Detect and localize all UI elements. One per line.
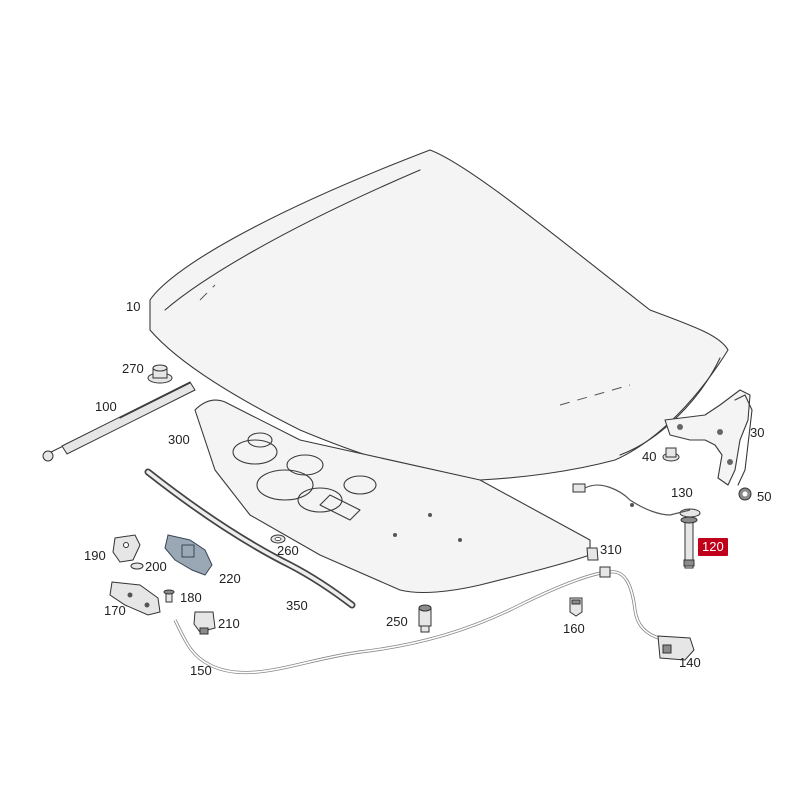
- buffer-250: [418, 604, 432, 633]
- callout-180: 180: [180, 590, 202, 605]
- callout-260: 260: [277, 543, 299, 558]
- seal-strip: [144, 468, 356, 609]
- callout-190: 190: [84, 548, 106, 563]
- clip-160: [569, 597, 583, 617]
- callout-130: 130: [671, 485, 693, 500]
- callout-200: 200: [145, 559, 167, 574]
- bracket-190: [112, 534, 141, 563]
- callout-140: 140: [679, 655, 701, 670]
- grommet-260: [270, 534, 286, 544]
- hood-insulation: [194, 399, 591, 593]
- hinge: [664, 389, 753, 486]
- lock-170: [109, 581, 161, 616]
- callout-170: 170: [104, 603, 126, 618]
- buffer-210: [193, 611, 216, 635]
- callout-300: 300: [168, 432, 190, 447]
- latch-220: [164, 534, 213, 576]
- callout-160: 160: [563, 621, 585, 636]
- wiring: [572, 483, 691, 516]
- callout-120: 120: [698, 538, 728, 556]
- bump-stop: [147, 364, 173, 384]
- release-cable: [173, 566, 666, 675]
- bolt-40: [662, 447, 680, 462]
- screw-180: [163, 589, 175, 603]
- callout-350: 350: [286, 598, 308, 613]
- callout-40: 40: [642, 449, 657, 464]
- callout-10: 10: [126, 299, 141, 314]
- release-handle-140: [657, 635, 695, 661]
- callout-150: 150: [190, 663, 212, 678]
- callout-50: 50: [757, 489, 772, 504]
- callout-250: 250: [386, 614, 408, 629]
- nut-50: [738, 487, 752, 501]
- release-rod-120: [680, 516, 698, 569]
- hood-panel: [149, 149, 729, 481]
- nut-200: [130, 562, 144, 570]
- callout-30: 30: [750, 425, 765, 440]
- callout-210: 210: [218, 616, 240, 631]
- callout-310: 310: [600, 542, 622, 557]
- bracket-310: [586, 547, 599, 561]
- callout-100: 100: [95, 399, 117, 414]
- callout-220: 220: [219, 571, 241, 586]
- callout-270: 270: [122, 361, 144, 376]
- gas-strut: [42, 381, 196, 462]
